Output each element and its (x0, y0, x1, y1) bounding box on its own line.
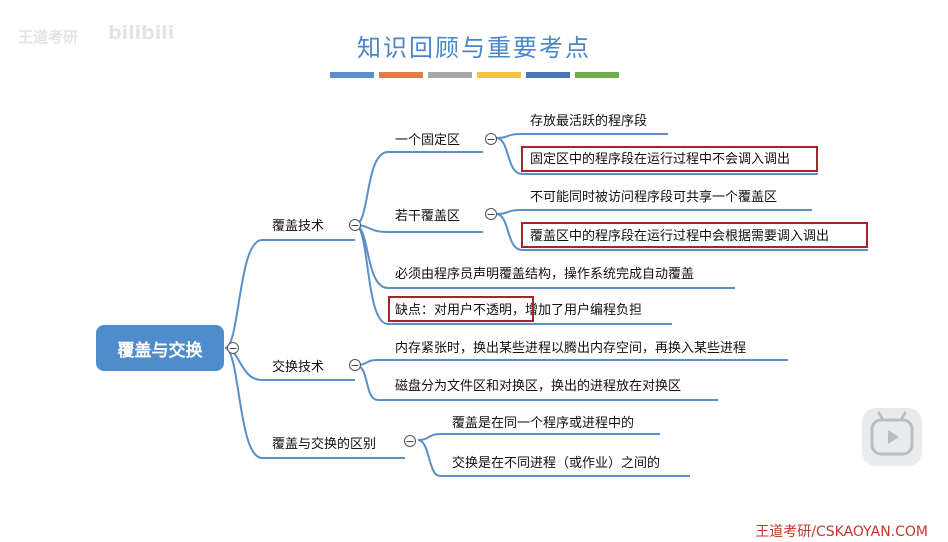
page-title: 知识回顾与重要考点 (357, 34, 591, 62)
footer-brand: 王道考研/CSKAOYAN.COM (755, 524, 928, 540)
play-button[interactable] (862, 408, 922, 466)
title-bar-6 (575, 72, 619, 78)
collapse-icon-cover[interactable]: − (349, 219, 361, 232)
title-bar-4 (477, 72, 521, 78)
node-overlay-areas[interactable]: 若干覆盖区 (395, 209, 461, 224)
leaf-cover-same-process[interactable]: 覆盖是在同一个程序或进程中的 (452, 416, 635, 431)
leaf-swap-different-processes[interactable]: 交换是在不同进程（或作业）之间的 (452, 456, 661, 471)
branch-swap-technique[interactable]: 交换技术 (272, 360, 325, 375)
collapse-icon-diff[interactable]: − (404, 435, 416, 448)
node-programmer-declares[interactable]: 必须由程序员声明覆盖结构，操作系统完成自动覆盖 (395, 267, 695, 282)
title-bar-5 (526, 72, 570, 78)
bilibili-logo: bilibili (108, 22, 175, 44)
collapse-icon-swap[interactable]: − (349, 359, 361, 372)
leaf-swap-memory-tight[interactable]: 内存紧张时，换出某些进程以腾出内存空间，再换入某些进程 (395, 341, 747, 356)
highlight-overlay-swap (521, 222, 868, 248)
leaf-swap-disk-areas[interactable]: 磁盘分为文件区和对换区，换出的进程放在对换区 (395, 379, 682, 394)
highlight-drawback (388, 296, 534, 322)
title-bar-1 (330, 72, 374, 78)
highlight-fixed-no-swap (521, 146, 818, 172)
play-icon (870, 411, 914, 456)
collapse-icon-root[interactable]: − (227, 342, 239, 355)
node-fixed-area[interactable]: 一个固定区 (395, 133, 461, 148)
watermark-text: 王道考研 (18, 28, 79, 46)
root-node[interactable]: 覆盖与交换 (96, 325, 224, 371)
title-bar-2 (379, 72, 423, 78)
collapse-icon-fixed-area[interactable]: − (485, 133, 497, 146)
leaf-share-overlay[interactable]: 不可能同时被访问程序段可共享一个覆盖区 (530, 190, 778, 205)
leaf-fixed-no-swap[interactable]: 固定区中的程序段在运行过程中不会调入调出 (530, 152, 791, 167)
branch-difference[interactable]: 覆盖与交换的区别 (272, 437, 377, 452)
collapse-icon-overlay-areas[interactable]: − (485, 208, 497, 221)
branch-cover-technique[interactable]: 覆盖技术 (272, 219, 325, 234)
node-drawback[interactable]: 缺点：对用户不透明，增加了用户编程负担 (395, 303, 643, 318)
connector-root-diff (224, 347, 263, 459)
leaf-overlay-swap[interactable]: 覆盖区中的程序段在运行过程中会根据需要调入调出 (530, 229, 830, 244)
title-bar-3 (428, 72, 472, 78)
connector-root-cover (224, 239, 263, 349)
leaf-most-active-segments[interactable]: 存放最活跃的程序段 (530, 114, 648, 129)
